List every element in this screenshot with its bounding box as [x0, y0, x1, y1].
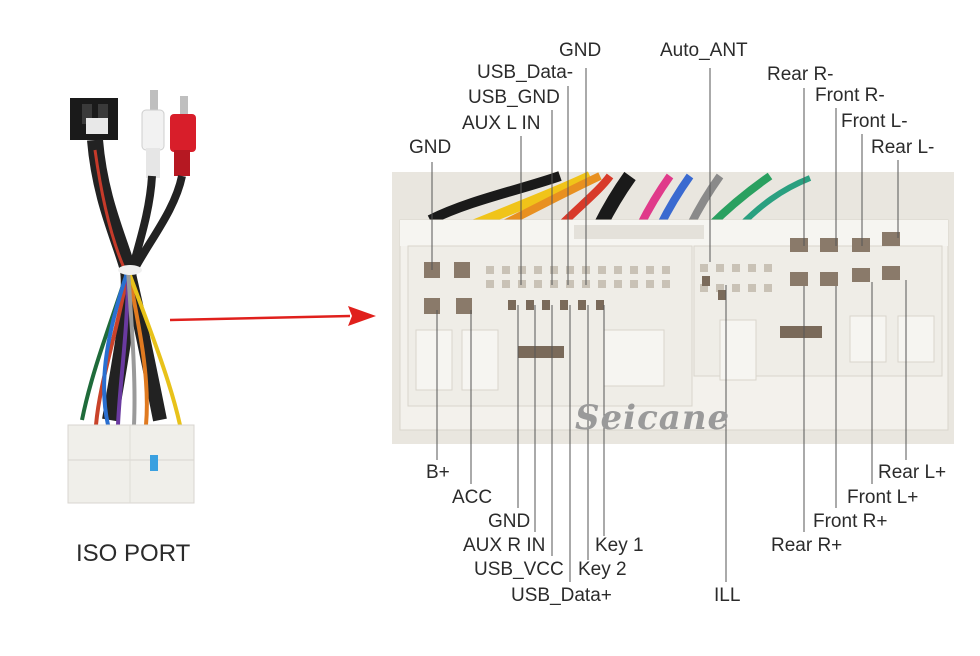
label-rear-r-plus: Rear R+: [771, 535, 843, 556]
seicane-watermark: Seicane: [575, 398, 731, 438]
iso-harness: [67, 90, 196, 504]
label-gnd-top: GND: [559, 40, 602, 61]
leader-lines: [431, 68, 907, 582]
label-usb-data-minus: USB_Data-: [477, 62, 574, 83]
rca-white-plug: [141, 90, 165, 178]
label-acc: ACC: [452, 487, 493, 508]
label-ill: ILL: [714, 585, 741, 606]
label-usb-vcc: USB_VCC: [474, 559, 564, 580]
cable-tie: [118, 265, 142, 275]
label-gnd-left: GND: [409, 137, 452, 158]
iso-port-label: ISO PORT: [76, 540, 191, 567]
label-front-l-minus: Front L-: [841, 111, 908, 132]
label-aux-l-in: AUX L IN: [462, 113, 541, 134]
label-rear-l-minus: Rear L-: [871, 137, 935, 158]
label-auto-ant: Auto_ANT: [660, 40, 748, 61]
rca-red-plug: [170, 96, 196, 176]
label-key-2: Key 2: [578, 559, 627, 580]
label-front-r-minus: Front R-: [815, 85, 885, 106]
label-gnd-bottom: GND: [488, 511, 531, 532]
car-connector: [392, 171, 954, 444]
iso-plug: [67, 424, 195, 504]
label-front-l-plus: Front L+: [847, 487, 919, 508]
label-b-plus: B+: [426, 462, 450, 483]
label-front-r-plus: Front R+: [813, 511, 888, 532]
arrow: [169, 306, 376, 326]
label-usb-data-plus: USB_Data+: [511, 585, 612, 606]
label-rear-l-plus: Rear L+: [878, 462, 947, 483]
label-usb-gnd: USB_GND: [468, 87, 560, 108]
label-rear-r-minus: Rear R-: [767, 64, 834, 85]
label-key-1: Key 1: [595, 535, 644, 556]
label-aux-r-in: AUX R IN: [463, 535, 546, 556]
